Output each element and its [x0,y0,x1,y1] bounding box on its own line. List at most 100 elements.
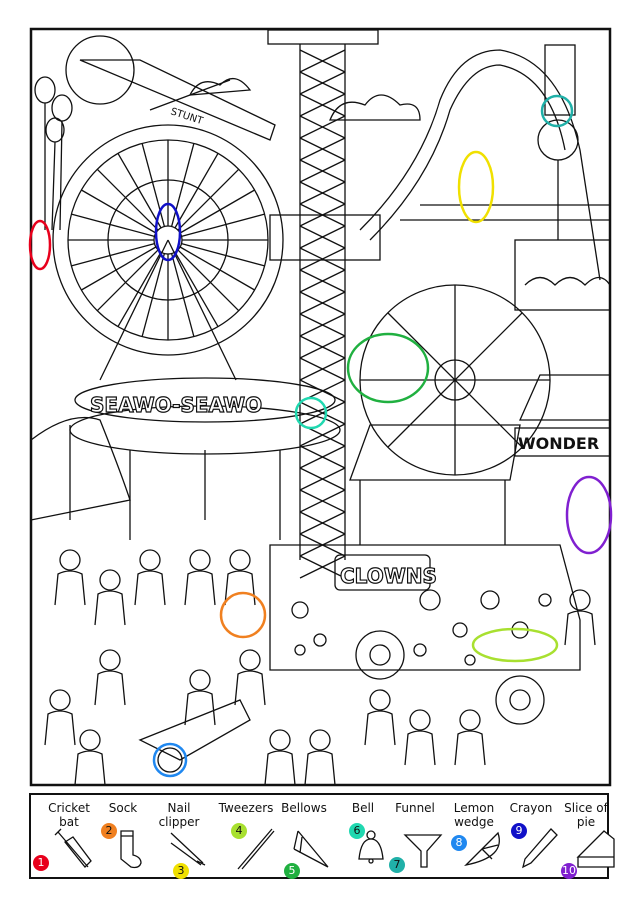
lattice-bar [299,93,346,117]
cricket-bat-icon [54,828,92,868]
legend-label: Bell [351,801,375,815]
van-dot [452,622,468,638]
lattice-bar [299,335,346,359]
legend-label: Tweezers [218,801,274,815]
lattice-bar [299,137,346,161]
person-body [94,670,126,706]
spoke [141,253,166,337]
legend-label: Nail clipper [158,801,200,829]
seaworld-sign: SEAWO-SEAWO [90,393,262,417]
legend-label: Lemon wedge [453,801,495,829]
spoke [177,249,240,312]
found-marker-10[interactable] [565,475,613,555]
person-body [224,570,256,606]
spoke [117,251,162,327]
wheelbarrow [138,699,251,761]
lattice-bar [299,489,346,513]
cloud [188,78,252,96]
van-dot [464,654,476,666]
legend-number-badge: 6 [349,823,365,839]
person-body [54,570,86,606]
bellows-icon [293,830,329,868]
person-head [59,549,81,571]
tweezers-icon [237,828,275,870]
found-marker-5[interactable] [346,332,430,404]
lattice-bar [299,247,346,271]
sock-icon [120,830,142,869]
lattice-bar [299,225,346,249]
legend-label: Cricket bat [48,801,90,829]
legend-number-badge: 9 [511,823,527,839]
found-marker-1[interactable] [28,219,52,271]
spoke [81,246,157,291]
person-head [189,549,211,571]
funnel-icon [403,834,443,868]
lattice-bar [299,181,346,205]
legend-label: Bellows [281,801,327,815]
amusement-park-scene: STUNT SEAWO-SEAWO WONDER [28,27,613,787]
ferris-wheel [52,124,284,381]
clown-van: CLOWNS [269,544,581,725]
spoke [174,153,219,229]
found-marker-8[interactable] [152,742,188,778]
spoke [96,168,159,231]
awning [518,374,611,421]
spoke [179,189,255,234]
person-body [184,570,216,606]
wheel [157,747,183,773]
person-head [569,589,591,611]
spoke [177,168,240,231]
person-head [309,729,331,751]
lattice-bar [299,357,346,381]
legend-number-badge: 1 [33,855,49,871]
person-body [264,750,296,786]
legend-number-badge: 8 [451,835,467,851]
legend-label: Sock [108,801,138,815]
lattice-bar [299,313,346,337]
person-head [459,709,481,731]
found-marker-2[interactable] [219,591,267,639]
spoke [96,249,159,312]
person-body [454,730,486,766]
lattice-bar [299,269,346,293]
roller-coaster [359,49,610,281]
wave-icon [524,276,611,286]
legend-number-badge: 5 [284,863,300,879]
wave-sign [514,239,611,311]
found-marker-9[interactable] [154,202,182,262]
found-marker-3[interactable] [457,150,495,224]
spoke [81,189,157,234]
found-marker-7[interactable] [540,94,574,128]
person-head [139,549,161,571]
person-body [404,730,436,766]
spoke [181,242,265,267]
carousel: SEAWO-SEAWO [69,377,341,540]
lattice-bar [299,467,346,491]
spoke [174,251,219,327]
lattice-bar [299,49,346,73]
person-head [369,689,391,711]
legend-number-badge: 10 [561,863,577,879]
lattice-bar [299,159,346,183]
person-body [94,590,126,626]
lattice-bar [299,115,346,139]
spoke [117,153,162,229]
spoke [71,213,155,238]
legend-label: Funnel [395,801,435,815]
person-head [409,709,431,731]
found-marker-6[interactable] [294,396,328,430]
spoke [170,253,195,337]
spoke [179,246,255,291]
person-body [134,570,166,606]
van-dot [480,590,500,610]
found-marker-4[interactable] [471,627,559,663]
van-dot [294,644,306,656]
spoke [181,213,265,238]
lattice-bar [299,423,346,447]
person-body [304,750,336,786]
van-dot [419,589,441,611]
person-head [239,649,261,671]
person-head [79,729,101,751]
person-body [234,670,266,706]
